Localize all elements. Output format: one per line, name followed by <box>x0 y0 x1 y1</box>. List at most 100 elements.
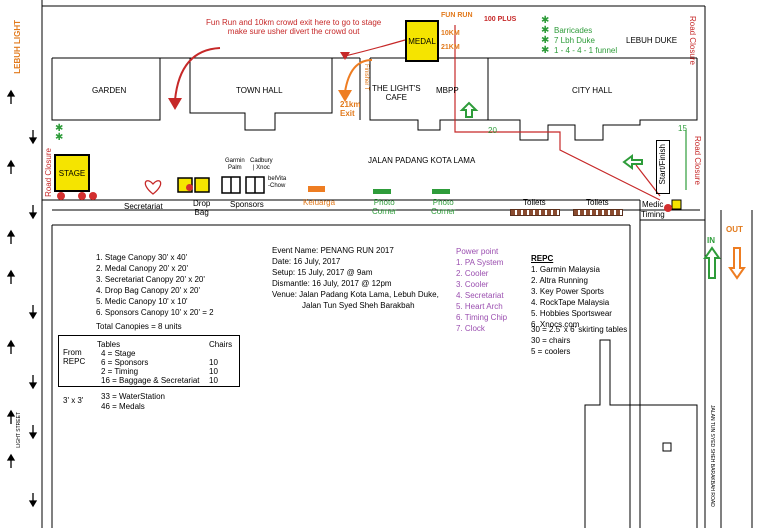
10km-label: 10KM <box>441 30 460 37</box>
route-marker-20: 20 <box>488 126 497 135</box>
photo-corner-1-label: Photo Corner <box>372 198 397 217</box>
canopy-item: 6. Sponsors Canopy 10' x 20' = 2 <box>96 308 214 317</box>
chairs-header: Chairs <box>209 340 233 349</box>
street-jalan-tun: JALAN TUN SYED SHEH BARAKBAH ROAD <box>708 405 715 507</box>
street-lebuh-light: LEBUH LIGHT <box>13 20 22 74</box>
canopy-item: 3. Secretariat Canopy 20' x 20' <box>96 275 205 284</box>
power-point-item: 5. Heart Arch <box>456 302 503 311</box>
sponsor-garmin-palm: Garmin Palm <box>225 158 245 171</box>
photo-corner-1 <box>373 189 391 194</box>
medal-label: MEDAL <box>408 36 436 46</box>
street-jalan-padang: JALAN PADANG KOTA LAMA <box>368 156 476 165</box>
out-label: OUT <box>726 225 743 234</box>
tables-header: Tables <box>97 340 121 349</box>
table-row-chairs: 10 <box>209 358 218 367</box>
canopy-item: 4. Drop Bag Canopy 20' x 20' <box>96 286 201 295</box>
stage-marker <box>78 192 86 200</box>
toilets-2 <box>573 209 623 216</box>
event-dismantle: Dismantle: 16 July, 2017 @ 12pm <box>272 279 392 288</box>
event-info: Event Name: PENANG RUN 2017 Date: 16 Jul… <box>272 245 439 311</box>
repc-item: 6. Xnocs.com <box>531 320 580 329</box>
start-finish-arch: Start/Finish <box>656 140 670 194</box>
repc-item: 3. Key Power Sports <box>531 287 604 296</box>
secretariat-label: Secretariat <box>124 202 163 211</box>
sponsor-cadbury-xnoc: Cadbury | Xnoc <box>250 158 273 171</box>
start-finish-label: Start/Finish <box>658 144 667 185</box>
barricades-label: Barricades <box>554 26 593 35</box>
tables-box <box>58 335 240 387</box>
power-point-item: 3. Cooler <box>456 280 489 289</box>
table-row-chairs: 10 <box>209 376 218 385</box>
21km-label: 21KM <box>441 44 460 51</box>
sponsor-belvita: belVita -Chow <box>268 176 287 189</box>
table-row: 2 = Timing <box>101 367 139 376</box>
street-light-street: LIGHT STREET <box>16 412 22 448</box>
road-closure-label: Road Closure <box>688 16 698 65</box>
canopy-item: 2. Medal Canopy 20' x 20' <box>96 264 188 273</box>
barricade-icon: ✱ <box>55 132 64 143</box>
medals-count: 46 = Medals <box>101 402 145 411</box>
power-point-title: Power point <box>456 247 499 256</box>
event-setup: Setup: 15 July, 2017 @ 9am <box>272 268 373 277</box>
water-station-count: 33 = WaterStation <box>101 392 165 401</box>
table-size-label: 3' x 3' <box>63 396 84 405</box>
lights-cafe-label: THE LIGHT'S CAFE <box>372 84 421 103</box>
power-point-item: 2. Cooler <box>456 269 489 278</box>
table-row: 4 = Stage <box>101 349 136 358</box>
event-name: Event Name: PENANG RUN 2017 <box>272 246 394 255</box>
town-hall-label: TOWN HALL <box>236 86 283 95</box>
21km-exit-label: 21km Exit <box>340 100 361 119</box>
event-venue: Venue: Jalan Padang Kota Lama, Lebuh Duk… <box>272 290 439 299</box>
hundred-plus-label: 100 PLUS <box>484 16 517 23</box>
toilets-1 <box>510 209 560 216</box>
power-point-list: 1. PA System 2. Cooler 3. Cooler 4. Secr… <box>456 257 507 334</box>
repc-extra-item: 30 = chairs <box>531 336 571 345</box>
repc-extra-item: 30 = 2.5' x 6' skirting tables <box>531 325 628 334</box>
road-closure-label: Road Closure <box>44 148 53 197</box>
medic-marker <box>664 204 672 212</box>
green-up-arrow <box>459 101 479 118</box>
total-canopies: Total Canopies = 8 units <box>96 322 182 331</box>
table-row: 16 = Baggage & Secretariat <box>101 376 200 385</box>
table-row: 6 = Sponsors <box>101 358 149 367</box>
barricades-lebuh-duke: 7 Lbh Duke <box>554 36 595 45</box>
keluarga-canopy <box>308 186 325 192</box>
drop-bag-label: Drop Bag <box>193 199 211 218</box>
stage-marker <box>89 192 97 200</box>
power-point-item: 7. Clock <box>456 324 485 333</box>
drop-bag-marker <box>186 184 193 191</box>
fun-run-label: FUN RUN <box>441 12 473 19</box>
power-point-item: 4. Secretariat <box>456 291 504 300</box>
event-venue-cont: Jalan Tun Syed Sheh Barakbah <box>302 301 415 310</box>
stage-canopy: STAGE <box>54 154 90 192</box>
repc-title: REPC <box>531 254 554 263</box>
power-point-item: 6. Timing Chip <box>456 313 508 322</box>
road-closure-label: Road Closure <box>693 136 703 185</box>
canopy-item: 1. Stage Canopy 30' x 40' <box>96 253 188 262</box>
repc-item: 1. Garmin Malaysia <box>531 265 600 274</box>
street-lebuh-duke: LEBUH DUKE <box>626 36 678 45</box>
in-label: IN <box>707 236 715 245</box>
toilets-2-label: Toilets <box>586 198 609 207</box>
barricade-icon: ✱ <box>541 45 550 56</box>
canopy-item: 5. Medic Canopy 10' x 10' <box>96 297 188 306</box>
crowd-exit-note: Fun Run and 10km crowd exit here to go t… <box>206 18 382 37</box>
city-hall-label: CITY HALL <box>572 86 613 95</box>
photo-corner-2 <box>432 189 450 194</box>
timing-label: Timing <box>641 210 665 219</box>
event-date: Date: 16 July, 2017 <box>272 257 341 266</box>
buildings-outline <box>51 57 698 141</box>
repc-extra: 30 = 2.5' x 6' skirting tables 30 = chai… <box>531 324 627 357</box>
medal-canopy: MEDAL <box>405 20 439 62</box>
barricade-icon: ✱ <box>541 15 550 26</box>
barricade-icon: ✱ <box>55 123 64 134</box>
power-point-item: 1. PA System <box>456 258 504 267</box>
from-repc-label: From REPC <box>63 348 86 367</box>
garden-label: GARDEN <box>92 86 127 95</box>
keluarga-label: Keluarga <box>303 198 336 207</box>
canopy-list: 1. Stage Canopy 30' x 40' 2. Medal Canop… <box>96 252 214 318</box>
sponsors-label: Sponsors <box>230 200 264 209</box>
stage-marker <box>57 192 65 200</box>
medic-label: Medic <box>642 200 664 209</box>
